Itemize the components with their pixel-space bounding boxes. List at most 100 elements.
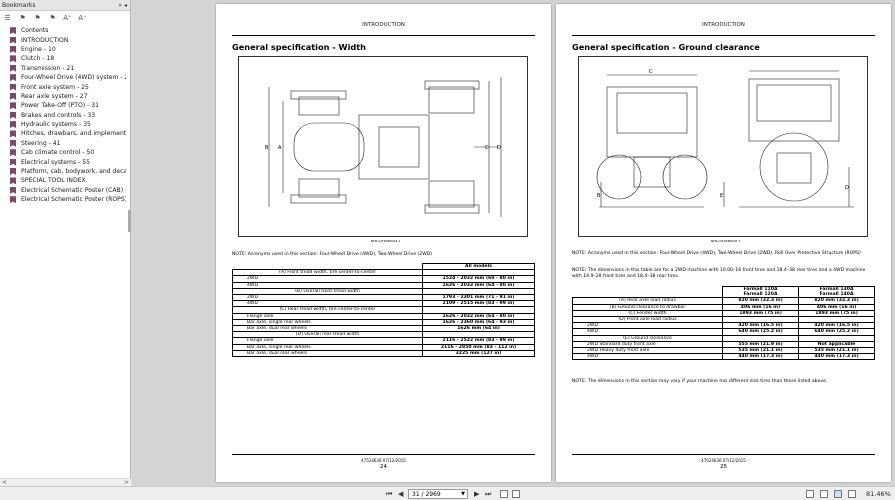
bookmark-item[interactable]: Rear axle system - 27 [2,92,126,101]
row-value: 2116 - 2522 mm (83 - 99 in) [422,337,535,345]
bookmark-item[interactable]: Steering - 41 [2,139,126,148]
bookmark-item[interactable]: Four-Wheel Drive (4WD) system - 23 [2,73,126,82]
chevron-down-icon[interactable]: ▼ [461,491,465,497]
table-row: (D) Front axle load radius [572,315,875,324]
page-number-input[interactable]: 31 / 2969 ▼ [408,489,468,499]
bookmark-label: Four-Wheel Drive (4WD) system - 23 [21,74,126,82]
next-page-button[interactable]: ▶ [474,490,480,498]
bookmark-icon [10,111,16,119]
bookmark-item[interactable]: Hitches, drawbars, and implement cou [2,129,126,138]
bookmark-item[interactable]: INTRODUCTION [2,35,126,44]
expand-bookmark-icon[interactable]: ⚑ [19,14,26,22]
previous-page-button[interactable]: ◀ [398,490,404,498]
page-25: INTRODUCTION General specification - Gro… [556,4,891,482]
bookmark-label: Power Take-Off (PTO) - 31 [21,102,99,110]
bookmark-item[interactable]: Electrical Schematic Poster (ROPS) - 4 [2,195,126,204]
bookmark-item[interactable]: Cab climate control - 50 [2,148,126,157]
row-value: 3225 mm (127 in) [422,349,535,358]
note-acronyms: NOTE: Acronyms used in this section: Fou… [572,251,861,256]
bookmark-label: Brakes and controls - 33 [21,111,96,119]
bookmark-item[interactable]: Engine - 10 [2,45,126,54]
row-value-130-140: 1893 mm (75 in) [798,309,875,318]
row-value: 1524 - 2032 mm (60 - 80 in) [422,275,535,283]
delete-bookmark-icon[interactable]: ⚑ [49,14,56,22]
row-value-130-140: 406 mm (16 in) [798,303,875,311]
bookmark-icon [10,158,16,166]
scroll-right-icon[interactable]: > [123,479,129,486]
panel-controls[interactable]: » ◂ [118,2,127,9]
bookmark-icon [10,102,16,110]
forward-view-icon[interactable] [512,490,520,498]
bookmark-icon [10,121,16,129]
table-row: (A) Front tread width, tire center-to-ce… [232,269,535,277]
header-rule [232,35,535,36]
increase-text-icon[interactable]: A⁺ [63,14,72,22]
footer-rule [232,454,535,455]
row-value-130-140 [798,334,875,342]
row-label: 4WD [572,353,723,361]
bookmark-icon [10,64,16,72]
first-page-button[interactable]: ⏮ [386,490,393,498]
column-header: All models [422,262,535,271]
bookmark-item[interactable]: SPECIAL TOOL INDEX [2,176,126,185]
row-value-130-140: 535 mm (21.1 in) [798,347,875,355]
bookmark-icon [10,36,16,44]
row-value-130-140: 440 mm (17.3 in) [798,353,875,361]
bookmark-icon [10,92,16,100]
page-header: INTRODUCTION [702,22,745,28]
back-view-icon[interactable] [500,490,508,498]
last-page-button[interactable]: ⏭ [485,490,492,498]
sidebar-scrollbar[interactable] [128,210,131,232]
row-value-130-140: Not applicable [798,340,875,349]
bookmarks-header: Bookmarks » ◂ [0,0,130,11]
bookmark-item[interactable]: Contents [2,26,126,35]
bookmark-item[interactable]: Hydraulic systems - 35 [2,120,126,129]
bookmark-item[interactable]: Power Take-Off (PTO) - 31 [2,101,126,110]
svg-text:C: C [649,69,653,75]
continuous-view-icon[interactable] [820,490,828,498]
scroll-left-icon[interactable]: < [2,479,8,486]
bookmark-item[interactable]: Brakes and controls - 33 [2,111,126,120]
bookmark-label: Hitches, drawbars, and implement cou [21,130,126,138]
bookmark-item[interactable]: Platform, cab, bodywork, and decals - [2,167,126,176]
bookmark-label: Steering - 41 [21,139,61,147]
zoom-level[interactable]: 81.46% [866,490,891,498]
single-page-view-icon[interactable] [806,490,814,498]
row-value-130-140: 420 mm (16.5 in) [798,322,875,330]
page-number-value: 31 / 2969 [412,491,441,498]
row-value-130-140 [798,315,875,324]
table-row: (C) Rear tread width, tire center-to-cen… [232,306,535,314]
bookmark-label: Electrical Schematic Poster (ROPS) - 4 [21,196,126,204]
bookmark-icon [10,177,16,185]
bookmark-item[interactable]: Clutch - 18 [2,54,126,63]
two-page-continuous-view-icon[interactable] [848,490,856,498]
bookmark-item[interactable]: Electrical systems - 55 [2,157,126,166]
document-viewer[interactable]: INTRODUCTION General specification - Wid… [132,0,895,486]
page-number: 25 [720,464,727,470]
row-value [422,331,535,339]
bookmark-icon [10,27,16,35]
bookmark-item[interactable]: Transmission - 21 [2,64,126,73]
column-header-130-140: Farmall 130A Farmall 140A [798,285,875,299]
bookmark-item[interactable]: Electrical Schematic Poster (CAB) - 47 [2,186,126,195]
new-bookmark-icon[interactable]: ⚑ [34,14,41,22]
two-page-view-icon[interactable] [834,490,842,498]
bookmark-label: Hydraulic systems - 35 [21,121,91,129]
sidebar-hscroll[interactable]: < > [0,478,131,486]
bookmark-label: Electrical systems - 55 [21,158,90,166]
options-icon[interactable]: ☰ [4,14,11,22]
page-24: INTRODUCTION General specification - Wid… [216,4,551,482]
bookmark-item[interactable]: Front axle system - 25 [2,82,126,91]
bookmark-icon [10,130,16,138]
decrease-text-icon[interactable]: A⁻ [78,14,87,22]
page-header: INTRODUCTION [362,22,405,28]
